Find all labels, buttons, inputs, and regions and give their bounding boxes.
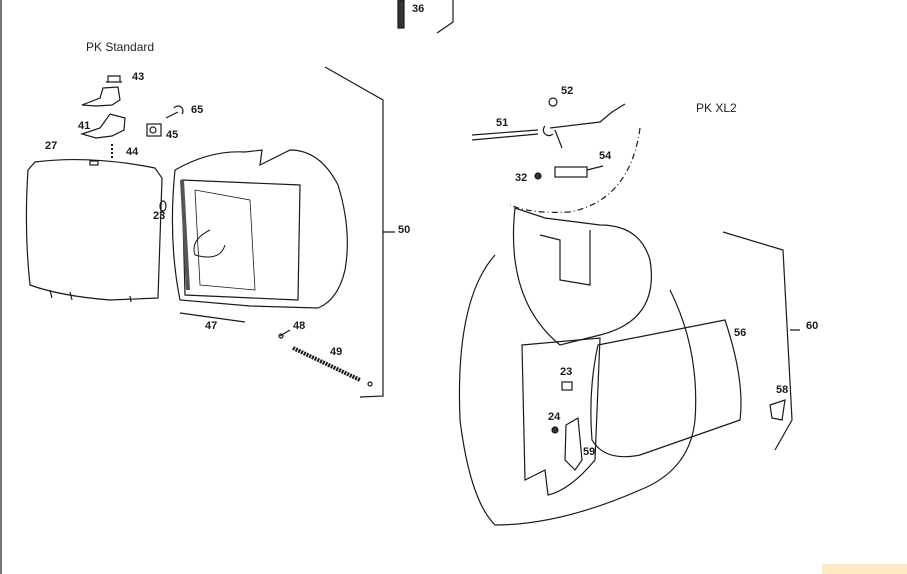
part-54-latch bbox=[554, 165, 604, 178]
part-label: 36 bbox=[412, 3, 425, 15]
part-label: 49 bbox=[330, 346, 343, 358]
part-label: 50 bbox=[398, 224, 411, 236]
part-label: 65 bbox=[191, 104, 204, 116]
part-36-spring bbox=[397, 0, 405, 29]
part-23-knob-xl2 bbox=[561, 381, 573, 391]
part-59-bracket bbox=[564, 417, 583, 471]
part-65-screw bbox=[165, 105, 184, 119]
part-32-screw bbox=[534, 172, 542, 180]
part-label: 60 bbox=[806, 320, 819, 332]
part-label: 54 bbox=[599, 150, 612, 162]
glovebox-body bbox=[171, 149, 348, 309]
part-58-hinge bbox=[769, 399, 786, 421]
part-label: 27 bbox=[45, 140, 58, 152]
part-label: 56 bbox=[734, 327, 747, 339]
group-title-pk-xl2: PK XL2 bbox=[696, 101, 737, 115]
part-52-spring bbox=[548, 97, 558, 107]
part-label: 44 bbox=[126, 146, 139, 158]
part-label: 41 bbox=[78, 120, 91, 132]
leader-line-50 bbox=[324, 66, 395, 398]
part-24-screw bbox=[551, 426, 559, 434]
part-label: 58 bbox=[776, 384, 789, 396]
part-23-knob bbox=[159, 200, 167, 212]
part-label: 48 bbox=[293, 320, 306, 332]
group-title-pk-standard: PK Standard bbox=[86, 40, 155, 54]
part-label: 52 bbox=[561, 85, 574, 97]
part-label: 47 bbox=[205, 320, 218, 332]
part-label: 51 bbox=[496, 117, 509, 129]
part-41-clip bbox=[79, 113, 126, 139]
part-label: 32 bbox=[515, 172, 528, 184]
part-49-spring bbox=[292, 346, 373, 387]
part-label: 23 bbox=[560, 366, 573, 378]
leader-line-60 bbox=[722, 231, 800, 451]
corner-tab bbox=[822, 564, 907, 574]
leader-line-36 bbox=[436, 0, 454, 34]
part-label: 59 bbox=[583, 446, 596, 458]
part-43 bbox=[106, 75, 122, 83]
part-48-pin bbox=[278, 329, 291, 339]
detail-outline bbox=[509, 127, 641, 213]
lock-lever bbox=[542, 103, 626, 149]
part-label: 43 bbox=[132, 71, 145, 83]
part-label: 45 bbox=[166, 129, 179, 141]
part-label: 24 bbox=[548, 411, 561, 423]
part-51-shaft bbox=[471, 129, 539, 141]
part-27-cover bbox=[25, 158, 163, 303]
part-47-rod bbox=[179, 312, 246, 323]
part-45-nut bbox=[146, 123, 162, 137]
part-42-clip bbox=[81, 86, 121, 107]
part-56-door bbox=[590, 319, 742, 458]
part-label: 23 bbox=[153, 210, 166, 222]
legshield-panel bbox=[458, 207, 697, 526]
